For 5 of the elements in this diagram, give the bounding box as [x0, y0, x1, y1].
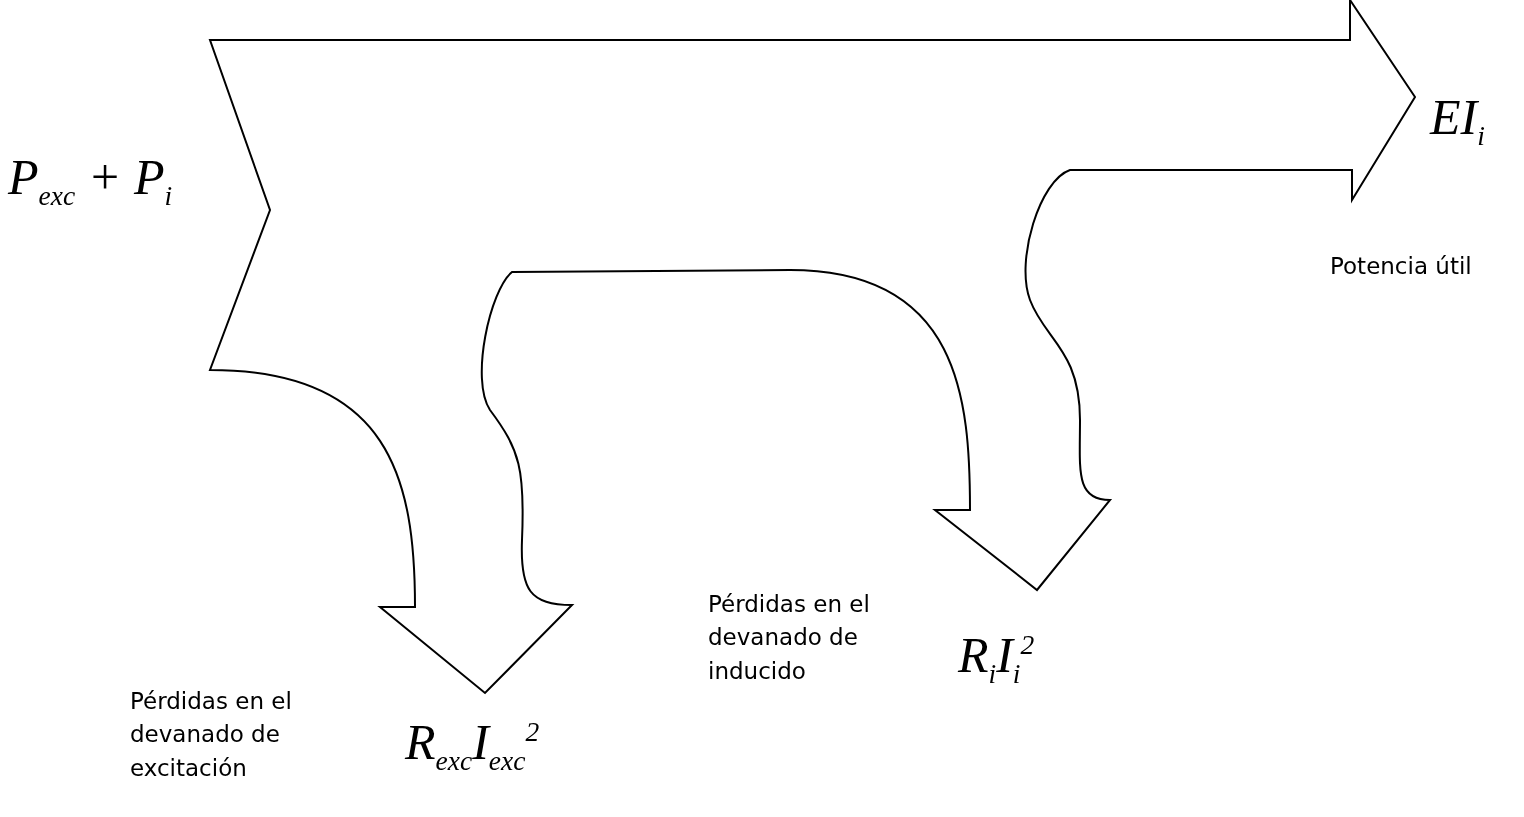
caption-text: Potencia útil [1330, 252, 1473, 281]
formula-label: P$_{exc}$ + P$_{i}$ [8, 150, 173, 212]
caption-text: Pérdidas en el devanado de excitación [130, 687, 293, 783]
formula-label: EI$_{i}$ [1430, 90, 1485, 152]
caption-text: Pérdidas en el devanado de inducido [708, 590, 871, 686]
